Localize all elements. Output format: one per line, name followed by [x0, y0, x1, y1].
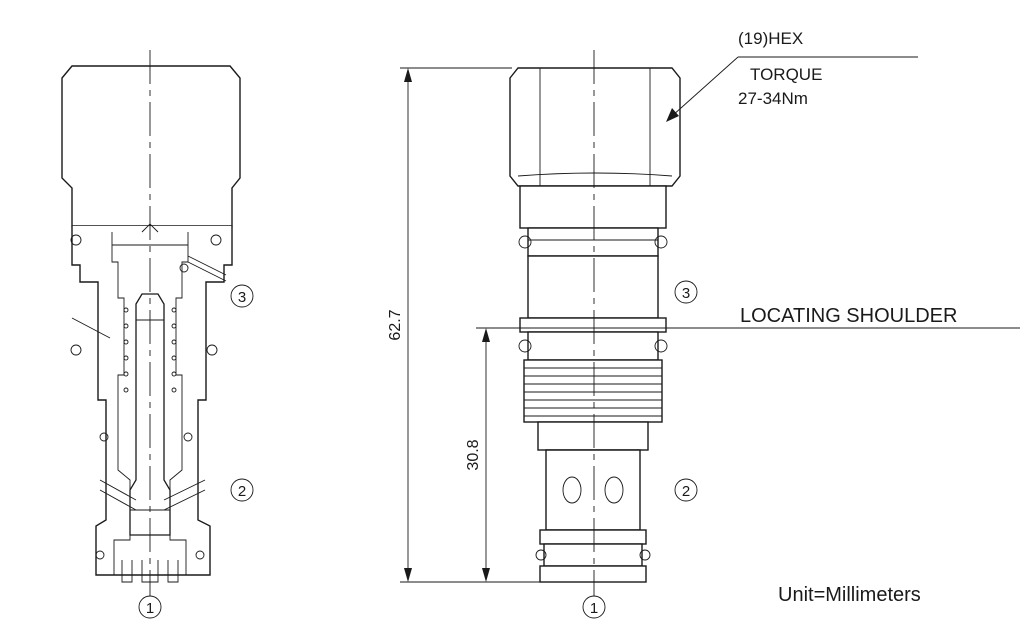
section-port-1: 1	[138, 595, 162, 619]
section-oring	[206, 344, 218, 356]
hex-size-label: (19)HEX	[738, 29, 803, 48]
section-spring	[123, 307, 177, 393]
section-hex-head	[61, 65, 241, 227]
exterior-locating-shoulder	[519, 317, 667, 333]
section-passage	[163, 479, 206, 501]
exterior-cross-hole	[604, 476, 624, 504]
exterior-thread	[523, 359, 663, 423]
exterior-bottom-land	[539, 529, 647, 545]
section-port-2-label: 2	[238, 483, 246, 500]
exterior-mid-body	[527, 255, 659, 319]
exterior-oring	[654, 339, 668, 353]
overall-length-label: 62.7	[387, 309, 404, 340]
exterior-cross-hole	[562, 476, 582, 504]
section-passage	[99, 479, 137, 501]
exterior-oring	[518, 235, 532, 249]
hex-leader	[666, 56, 918, 122]
shoulder-length-label: 30.8	[465, 439, 482, 470]
section-spool	[129, 293, 171, 536]
section-oring	[210, 234, 222, 246]
section-oring	[70, 234, 82, 246]
section-passage	[71, 317, 111, 339]
section-oring	[179, 263, 189, 273]
exterior-oring	[518, 339, 532, 353]
exterior-port-1-label: 1	[590, 600, 598, 617]
exterior-neck	[537, 421, 649, 451]
exterior-port-2: 2	[674, 478, 698, 502]
exterior-oring	[639, 549, 651, 561]
dimension-arrow	[482, 328, 490, 342]
section-passage	[163, 489, 206, 511]
dimension-arrow	[482, 568, 490, 582]
section-passage	[187, 261, 227, 282]
locating-shoulder-label: LOCATING SHOULDER	[740, 305, 957, 327]
exterior-oring	[535, 549, 547, 561]
section-port-3-label: 3	[238, 289, 246, 306]
torque-label: TORQUE	[750, 65, 822, 84]
leader-arrow	[666, 108, 679, 122]
section-inner-bore	[111, 232, 131, 575]
section-port-3: 3	[230, 284, 254, 308]
section-oring	[95, 550, 105, 560]
torque-value: 27-34Nm	[738, 89, 808, 108]
section-port-1-label: 1	[146, 600, 154, 617]
section-body	[71, 226, 233, 576]
dimension-shoulder: 30.8	[465, 327, 1020, 582]
exterior-port2-body	[545, 449, 641, 531]
exterior-nose	[539, 565, 647, 583]
section-oring	[70, 344, 82, 356]
thread-lines	[524, 367, 662, 417]
section-oring	[99, 432, 109, 442]
exterior-port-3-label: 3	[682, 285, 690, 302]
exterior-oring-groove	[527, 331, 659, 361]
section-oring	[195, 550, 205, 560]
exterior-port-3: 3	[674, 280, 698, 304]
section-view	[61, 50, 241, 600]
exterior-view	[509, 50, 681, 600]
section-oring	[183, 432, 193, 442]
section-passage	[187, 255, 227, 276]
leader-line	[671, 56, 739, 117]
section-port-2: 2	[230, 478, 254, 502]
section-inner-bore	[169, 232, 189, 575]
exterior-hex-head	[509, 67, 681, 187]
hex-chamfer	[517, 172, 673, 177]
exterior-oring	[654, 235, 668, 249]
exterior-oring-groove	[527, 227, 659, 257]
unit-label: Unit=Millimeters	[778, 584, 921, 606]
dimension-overall: 62.7	[387, 67, 540, 583]
section-passage	[99, 489, 137, 511]
exterior-port-1: 1	[582, 595, 606, 619]
exterior-port-2-label: 2	[682, 483, 690, 500]
exterior-bottom-groove	[543, 543, 643, 567]
exterior-upper-body	[519, 185, 667, 229]
dimension-arrow	[404, 68, 412, 82]
dimension-arrow	[404, 568, 412, 582]
